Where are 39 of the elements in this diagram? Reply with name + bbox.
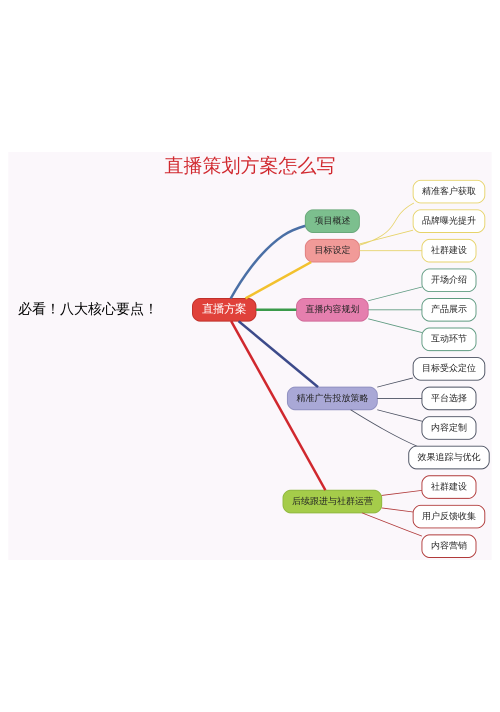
node-box: 目标设定	[304, 238, 360, 262]
node-box: 后续跟进与社群运营	[282, 490, 382, 514]
connector	[362, 512, 422, 537]
connector	[368, 286, 422, 302]
connector	[368, 318, 422, 333]
node-box: 社群建设	[421, 238, 476, 262]
node-box: 品牌曝光提升	[412, 209, 486, 233]
node-box: 精准客户获取	[412, 180, 486, 204]
connector	[381, 490, 422, 496]
node-box: 精准广告投放策略	[286, 386, 378, 410]
node-box: 项目概述	[304, 209, 360, 233]
node-box: 目标受众定位	[412, 357, 486, 381]
node-box: 平台选择	[421, 386, 476, 410]
label: 必看！八大核心要点！	[18, 301, 158, 318]
node-box: 开场介绍	[421, 268, 476, 292]
node-box: 互动环节	[421, 328, 476, 352]
connector	[256, 308, 296, 312]
connector	[368, 309, 422, 310]
connector	[376, 378, 414, 388]
connector	[376, 409, 422, 422]
connector	[230, 224, 306, 300]
connector	[381, 508, 414, 512]
diagram-title: 直播策划方案怎么写	[164, 156, 336, 178]
node-box: 产品展示	[421, 298, 476, 322]
connector	[359, 202, 414, 246]
connector	[244, 260, 312, 300]
connector	[359, 250, 422, 252]
node-box: 内容营销	[421, 534, 476, 558]
node-box: 直播方案	[192, 298, 256, 322]
node-box: 用户反馈收集	[412, 504, 486, 528]
connector	[359, 230, 414, 244]
node-box: 效果追踪与优化	[408, 446, 490, 470]
node-box: 社群建设	[421, 475, 476, 499]
connector	[350, 409, 418, 447]
connector	[230, 320, 326, 491]
node-box: 内容定制	[421, 416, 476, 440]
connector	[377, 398, 422, 399]
connector	[238, 320, 319, 388]
node-box: 直播内容规划	[296, 298, 369, 322]
